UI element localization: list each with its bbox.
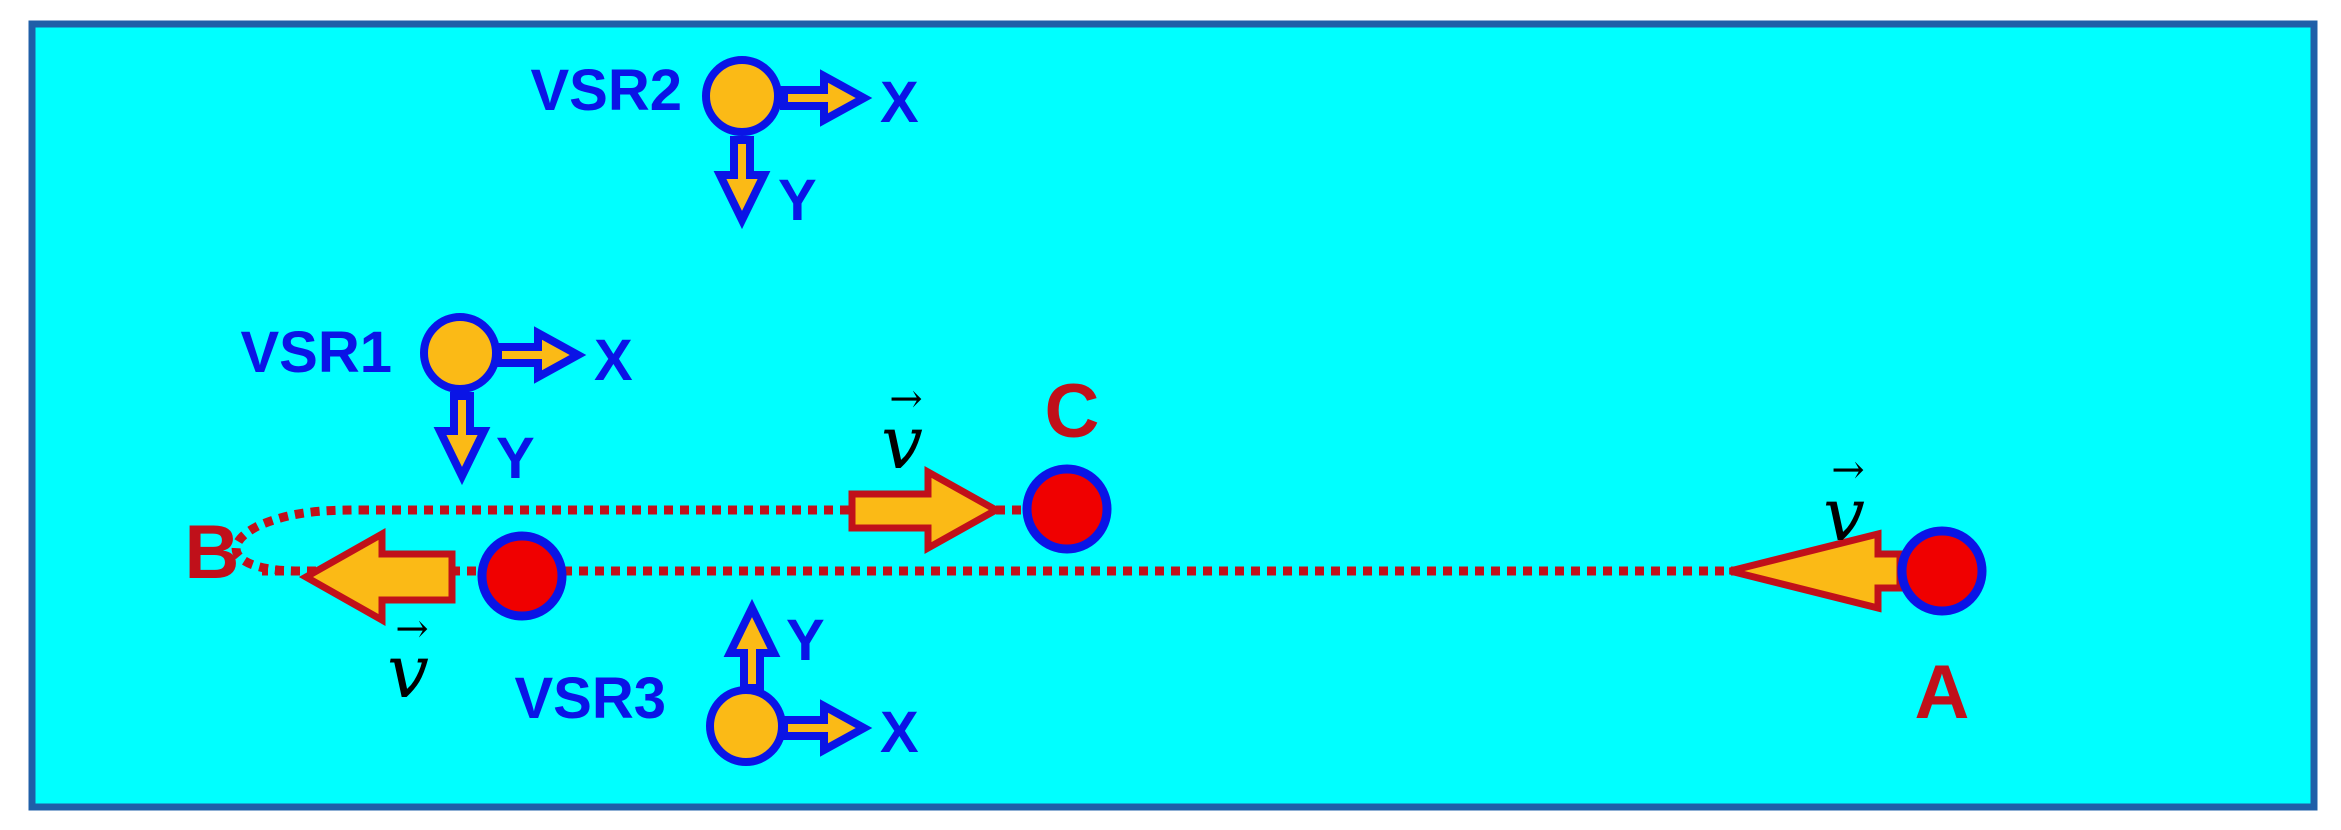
frame-vsr2-name: VSR2 bbox=[530, 58, 682, 123]
frame-vsr1-x-label: X bbox=[594, 328, 633, 393]
frame-vsr3-origin bbox=[706, 686, 786, 766]
particle-near-b bbox=[477, 531, 567, 621]
particle-at-a bbox=[1897, 526, 1987, 616]
velocity-symbol-b-letter: v bbox=[387, 629, 429, 715]
frame-vsr2-y-label: Y bbox=[778, 168, 817, 233]
point-label-b: B bbox=[185, 510, 240, 595]
frame-vsr2-x-label: X bbox=[880, 70, 919, 135]
frame-vsr1: VSR1 X Y bbox=[240, 313, 633, 491]
velocity-symbol-c: → v bbox=[881, 376, 923, 486]
velocity-symbol-b-arrow: → bbox=[395, 606, 429, 652]
velocity-arrow-at-b bbox=[298, 527, 456, 627]
velocity-symbol-a: → v bbox=[1823, 447, 1865, 558]
point-label-c: C bbox=[1045, 369, 1100, 454]
point-label-a: A bbox=[1915, 650, 1970, 735]
frame-vsr3: VSR3 X Y bbox=[514, 608, 919, 766]
background-panel bbox=[28, 20, 2318, 811]
frame-vsr3-x-label: X bbox=[880, 700, 919, 765]
velocity-symbol-a-letter: v bbox=[1823, 472, 1865, 558]
frame-vsr2: VSR2 X Y bbox=[530, 56, 919, 233]
frame-vsr1-origin bbox=[420, 313, 500, 393]
frame-vsr1-y-label: Y bbox=[496, 426, 535, 491]
frame-vsr3-y-label: Y bbox=[786, 608, 825, 673]
particle-at-c bbox=[1022, 464, 1112, 554]
velocity-arrow-at-c bbox=[848, 466, 1004, 554]
velocity-symbol-a-arrow: → bbox=[1831, 447, 1865, 493]
frame-vsr2-origin bbox=[702, 56, 782, 136]
velocity-symbol-b: → v bbox=[387, 606, 429, 715]
frame-vsr3-name: VSR3 bbox=[514, 666, 666, 731]
velocity-symbol-c-letter: v bbox=[881, 400, 923, 486]
frame-vsr1-name: VSR1 bbox=[240, 320, 392, 385]
velocity-symbol-c-arrow: → bbox=[889, 376, 923, 422]
